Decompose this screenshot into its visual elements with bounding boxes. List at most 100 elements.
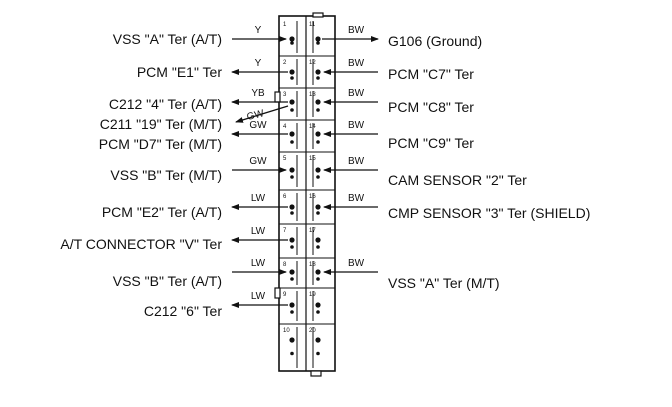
connector-side-latch-upper (274, 91, 281, 103)
left-terminal-hole-lower (290, 277, 294, 281)
wire-color-code: BW (348, 193, 365, 204)
pin-number: 4 (283, 124, 287, 130)
terminal-label: G106 (Ground) (388, 33, 482, 49)
wire-color-code: GW (249, 156, 267, 167)
terminal-label: PCM "C8" Ter (388, 99, 474, 115)
right-terminal-hole (315, 167, 321, 173)
pin-number: 10 (283, 328, 290, 334)
left-terminal-hole-lower (290, 140, 294, 144)
left-terminal-hole-lower (290, 245, 294, 249)
right-terminal-hole (315, 131, 321, 137)
wire-color-code: BW (348, 156, 365, 167)
terminal-label: C211 "19" Ter (M/T) (100, 116, 222, 132)
terminal-label: PCM "E2" Ter (A/T) (102, 204, 222, 220)
pin-number: 14 (309, 124, 316, 130)
right-terminal-hole (315, 237, 321, 243)
wire-color-code: YB (251, 88, 265, 99)
pin-number: 13 (309, 92, 316, 98)
right-terminal-hole-lower (316, 277, 320, 281)
left-terminal-hole-lower (290, 108, 294, 112)
left-terminal-hole-lower (290, 211, 294, 215)
right-terminal-hole-lower (316, 310, 320, 314)
right-terminal-hole-lower (316, 76, 320, 80)
wire-color-code: Y (255, 25, 262, 36)
terminal-label: CMP SENSOR "3" Ter (SHIELD) (388, 205, 590, 221)
right-terminal-hole (315, 99, 321, 105)
connector-side-latch-lower (274, 287, 281, 299)
right-terminal-hole (315, 36, 321, 42)
left-terminal-hole-lower (290, 41, 294, 45)
terminal-label: PCM "D7" Ter (M/T) (99, 136, 222, 152)
left-terminal-hole-lower (290, 310, 294, 314)
pin-number: 5 (283, 156, 287, 162)
wire-color-code: BW (348, 58, 365, 69)
terminal-label: VSS "B" Ter (A/T) (113, 273, 222, 289)
pin-number: 7 (283, 228, 287, 234)
terminal-label: VSS "B" Ter (M/T) (110, 167, 222, 183)
left-terminal-hole (289, 302, 295, 308)
right-terminal-hole (315, 69, 321, 75)
left-terminal-hole (289, 167, 295, 173)
pin-number: 9 (283, 292, 287, 298)
wire-color-code: Y (255, 58, 262, 69)
terminal-label: VSS "A" Ter (M/T) (388, 275, 500, 291)
pin-number: 17 (309, 228, 316, 234)
pin-number: 15 (309, 156, 316, 162)
connector-top-tab (312, 12, 324, 18)
wire-color-code: BW (348, 88, 365, 99)
pin-number: 8 (283, 262, 287, 268)
right-terminal-hole-lower (316, 140, 320, 144)
terminal-label: A/T CONNECTOR "V" Ter (60, 236, 222, 252)
terminal-label: PCM "E1" Ter (137, 64, 222, 80)
wire-color-code: LW (251, 193, 266, 204)
wire-color-code: GW (249, 120, 267, 131)
pin-number: 11 (309, 22, 316, 28)
wire-line-branch (235, 105, 289, 123)
left-terminal-hole (289, 269, 295, 275)
right-terminal-hole-lower (316, 108, 320, 112)
right-terminal-hole (315, 337, 321, 343)
left-terminal-hole (289, 237, 295, 243)
right-terminal-hole (315, 269, 321, 275)
terminal-label: CAM SENSOR "2" Ter (388, 172, 527, 188)
connector-bottom-tab (310, 370, 322, 377)
right-terminal-hole-lower (316, 351, 320, 356)
left-terminal-hole (289, 204, 295, 210)
right-terminal-hole-lower (316, 41, 320, 45)
wire-color-code: BW (348, 120, 365, 131)
pin-number: 6 (283, 194, 287, 200)
wire-color-code: LW (251, 226, 266, 237)
pin-number: 1 (283, 22, 287, 28)
right-terminal-hole-lower (316, 175, 320, 179)
wire-color-code: LW (251, 258, 266, 269)
pin-number: 16 (309, 194, 316, 200)
right-terminal-hole (315, 302, 321, 308)
left-terminal-hole-lower (290, 175, 294, 179)
terminal-label: C212 "6" Ter (144, 303, 223, 319)
terminal-label: PCM "C9" Ter (388, 135, 474, 151)
left-terminal-hole (289, 337, 295, 343)
pin-number: 3 (283, 92, 287, 98)
pin-number: 12 (309, 60, 316, 66)
pin-number: 2 (283, 60, 287, 66)
wire-color-code: BW (348, 25, 365, 36)
wire-color-code: BW (348, 258, 365, 269)
right-terminal-hole (315, 204, 321, 210)
left-terminal-hole (289, 69, 295, 75)
terminal-label: PCM "C7" Ter (388, 66, 474, 82)
pin-number: 18 (309, 262, 316, 268)
wire-color-code-branch: GW (246, 108, 266, 123)
left-terminal-hole (289, 99, 295, 105)
right-terminal-hole-lower (316, 245, 320, 249)
terminal-label: VSS "A" Ter (A/T) (113, 31, 222, 47)
left-terminal-hole (289, 36, 295, 42)
left-terminal-hole (289, 131, 295, 137)
wire-color-code: LW (251, 291, 266, 302)
pin-number: 20 (309, 328, 316, 334)
connector-housing (278, 15, 336, 372)
